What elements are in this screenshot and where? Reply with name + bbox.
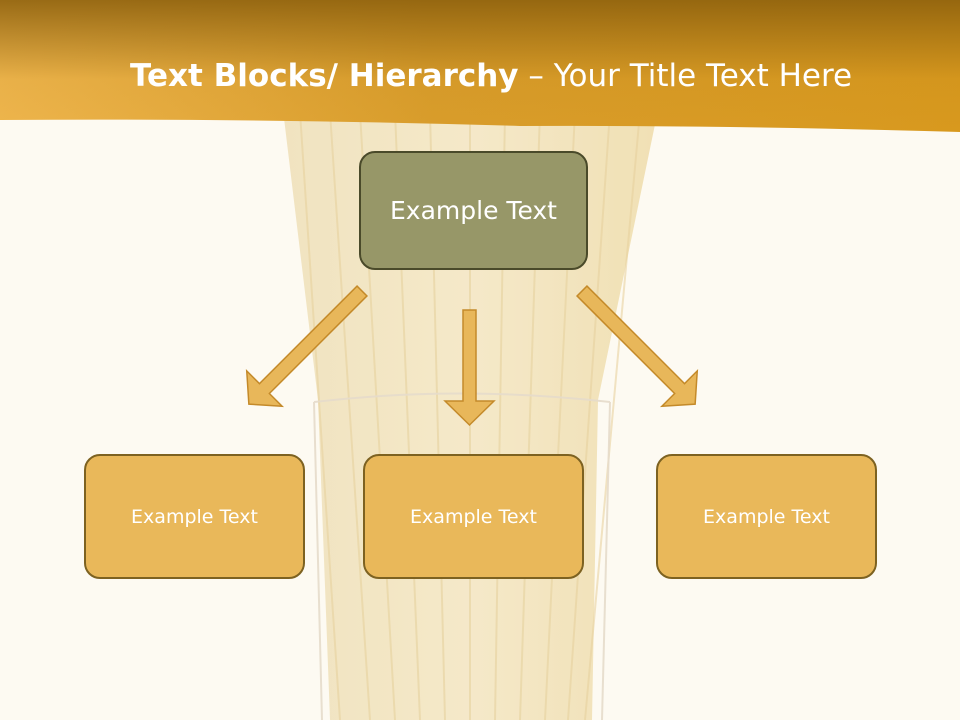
child-text-block-right: Example Text (656, 454, 877, 579)
child-text-block-label: Example Text (410, 505, 537, 528)
title-rest: – Your Title Text Here (518, 58, 853, 94)
slide-title: Text Blocks/ Hierarchy – Your Title Text… (130, 54, 930, 98)
glass (313, 392, 611, 720)
child-text-block-center: Example Text (363, 454, 584, 579)
child-text-block-left: Example Text (84, 454, 305, 579)
top-text-block: Example Text (359, 151, 588, 270)
arrow-down-right (575, 284, 699, 408)
top-text-block-label: Example Text (390, 196, 557, 225)
child-text-block-label: Example Text (703, 505, 830, 528)
title-bold: Text Blocks/ Hierarchy (130, 58, 519, 94)
arrow-down-left (245, 284, 369, 408)
arrow-down-center (443, 309, 496, 427)
child-text-block-label: Example Text (131, 505, 258, 528)
arrows (245, 284, 699, 427)
